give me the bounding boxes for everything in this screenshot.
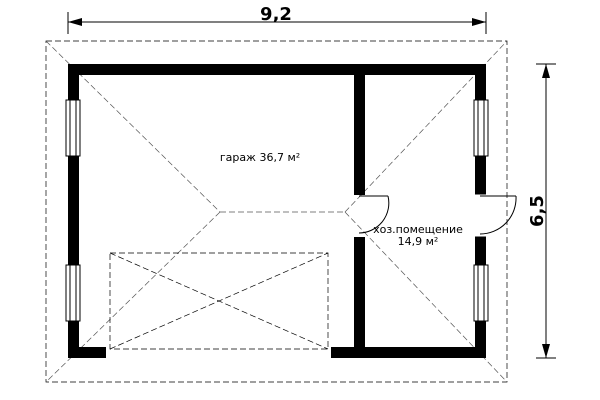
height-dimension: 6,5: [527, 63, 556, 359]
window-right-lower: [473, 264, 489, 322]
window-left-upper: [65, 99, 81, 157]
window-right-upper: [473, 99, 489, 157]
exterior-door-gap: [475, 194, 486, 237]
width-label: 9,2: [260, 4, 292, 25]
roof-outline: [45, 40, 508, 383]
height-label: 6,5: [527, 195, 548, 227]
exterior-door: [475, 193, 517, 238]
storage-room-name: хоз.помещение: [373, 223, 463, 236]
storage-room-area: 14,9 м²: [398, 235, 439, 248]
width-dimension: 9,2: [67, 4, 487, 34]
window-left-lower: [65, 264, 81, 322]
garage-door-outline: [109, 252, 329, 350]
garage-label: гараж 36,7 м²: [220, 151, 300, 164]
interior-door: [358, 195, 390, 234]
walls: [68, 64, 486, 358]
